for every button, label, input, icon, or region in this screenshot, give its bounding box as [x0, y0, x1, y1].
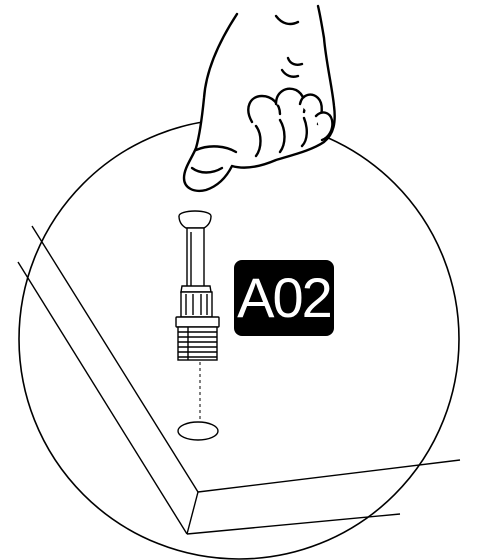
detail-circle: [19, 119, 459, 559]
drill-hole-icon: [178, 422, 218, 440]
part-label: A02: [237, 270, 331, 326]
part-label-badge: A02: [234, 260, 334, 336]
